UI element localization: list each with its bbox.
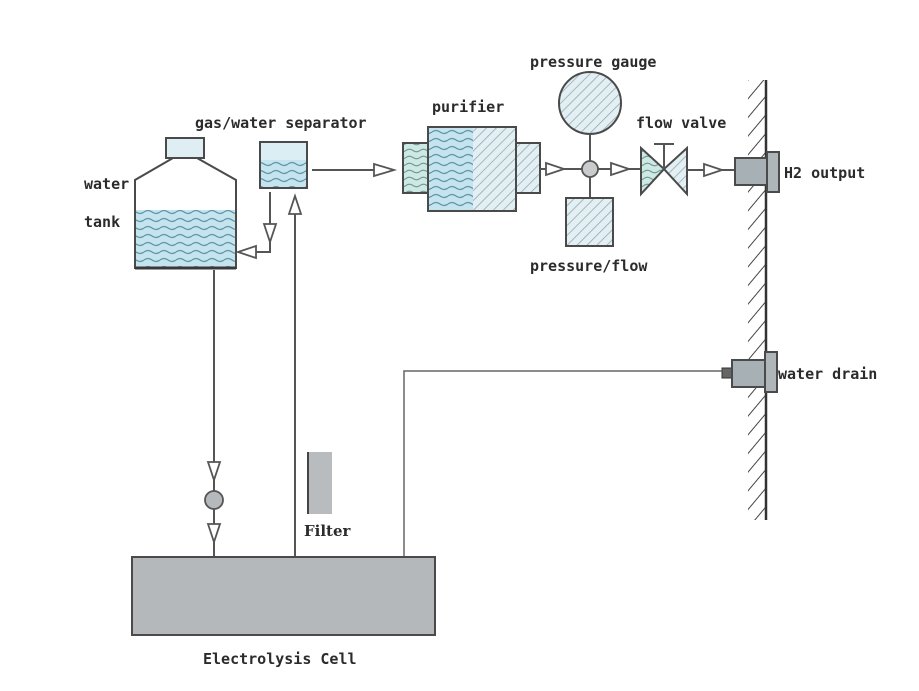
filter-label: Filter <box>304 522 352 540</box>
pipe-separator-to-tank <box>252 192 271 253</box>
h2-output-port <box>734 151 780 193</box>
arrow-icon <box>206 523 222 545</box>
purifier-label: purifier <box>432 98 504 116</box>
gas-water-separator-label: gas/water separator <box>195 114 367 132</box>
water-tank-water <box>136 210 235 267</box>
electrolysis-cell <box>131 556 436 636</box>
gas-water-separator <box>259 141 308 189</box>
arrow-icon <box>262 223 278 245</box>
water-tank-cap <box>165 137 205 159</box>
pipe-cell-to-drain <box>403 370 722 556</box>
water-tank-label-line1: water <box>84 175 129 193</box>
pressure-gauge <box>558 71 622 135</box>
pump-icon <box>204 490 224 510</box>
electrolysis-cell-label: Electrolysis Cell <box>203 650 357 668</box>
arrow-icon <box>703 162 725 178</box>
water-tank-label-line2: tank <box>84 213 120 231</box>
arrow-icon <box>610 161 632 177</box>
h2-output-label: H2 output <box>784 164 865 182</box>
filter <box>308 452 332 514</box>
flow-valve-label: flow valve <box>636 114 726 132</box>
arrow-icon <box>545 161 567 177</box>
arrow-icon <box>235 244 257 260</box>
arrow-icon <box>373 162 398 178</box>
junction-icon <box>581 160 599 178</box>
pressure-flow-sensor <box>565 197 614 247</box>
purifier <box>402 126 541 212</box>
water-tank <box>134 137 237 270</box>
pressure-flow-label: pressure/flow <box>530 257 648 275</box>
arrow-icon <box>287 193 303 215</box>
water-drain-port <box>721 351 778 393</box>
water-drain-label: water drain <box>778 365 877 383</box>
arrow-icon <box>206 461 222 483</box>
flow-valve <box>640 143 688 197</box>
pressure-gauge-label: pressure gauge <box>530 53 656 71</box>
wall <box>748 80 768 520</box>
